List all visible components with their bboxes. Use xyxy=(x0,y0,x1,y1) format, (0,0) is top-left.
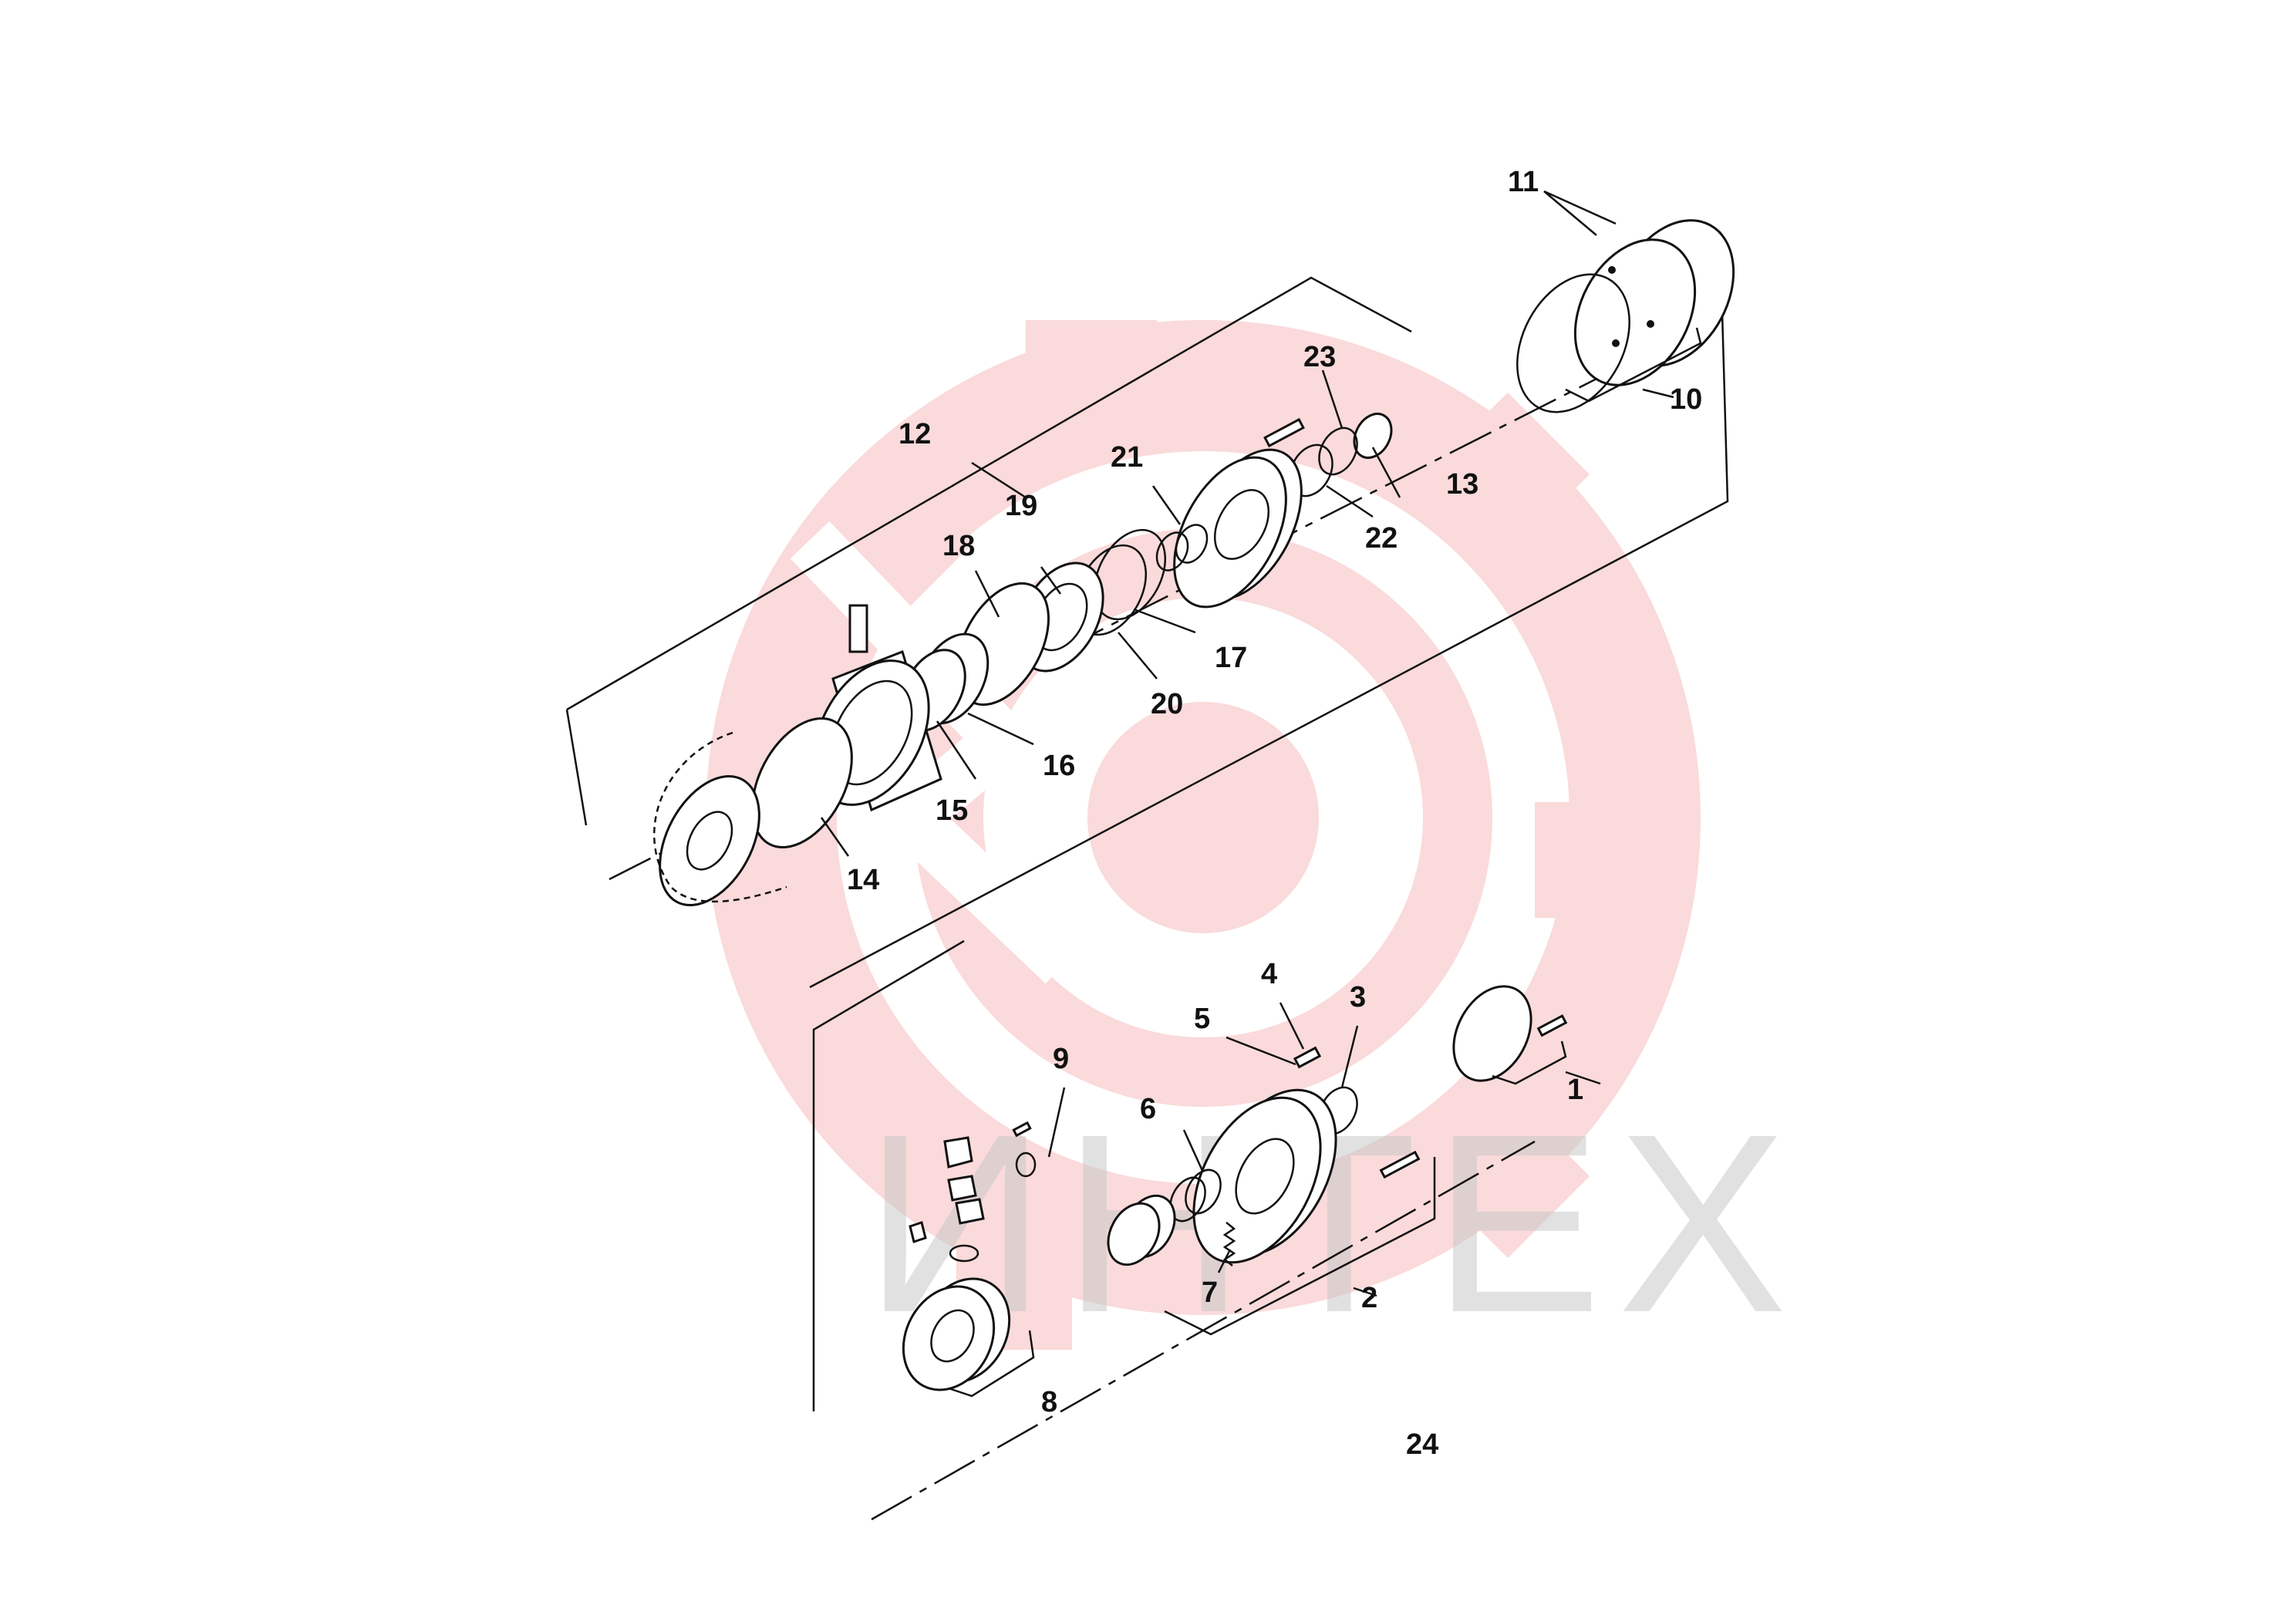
figure-number: 24 xyxy=(1406,1428,1438,1461)
watermark-gear-logo xyxy=(706,320,1701,1350)
part-2-bolt xyxy=(1379,1150,1421,1179)
callout-2: 2 xyxy=(1361,1282,1377,1314)
bracket-8 xyxy=(948,1330,1035,1398)
bracket-12 xyxy=(565,276,1412,826)
part-shoe-c xyxy=(955,1198,985,1225)
callout-21: 21 xyxy=(1111,441,1143,474)
bracket-2 xyxy=(1164,1157,1436,1336)
part-hub-with-balls xyxy=(652,731,787,907)
part-8-bearing xyxy=(902,1277,1011,1391)
upper-assembly xyxy=(565,219,1735,989)
part-key xyxy=(909,1221,927,1243)
callout-3: 3 xyxy=(1350,981,1366,1013)
callout-13: 13 xyxy=(1446,468,1478,501)
part-small-oring xyxy=(949,1244,979,1263)
part-14-ring xyxy=(751,717,853,849)
part-fitting-top xyxy=(848,604,868,653)
callout-5: 5 xyxy=(1194,1003,1210,1035)
part-1-bolt xyxy=(1536,1014,1568,1037)
callout-12: 12 xyxy=(899,418,931,450)
part-9-pin xyxy=(1012,1121,1032,1138)
part-1-cover xyxy=(1452,985,1532,1082)
part-10-11-seal-set xyxy=(1516,219,1735,413)
callout-labels: 11 10 12 23 13 22 21 19 18 17 20 16 15 1… xyxy=(847,166,1702,1461)
callout-23: 23 xyxy=(1303,341,1336,373)
callout-19: 19 xyxy=(1005,490,1037,522)
callout-22: 22 xyxy=(1365,522,1397,555)
part-cylinder-body xyxy=(813,604,942,812)
callout-8: 8 xyxy=(1041,1386,1057,1418)
callout-20: 20 xyxy=(1151,688,1183,720)
bracket-10 xyxy=(1565,327,1702,403)
part-6-ring-b xyxy=(1169,1176,1206,1222)
part-shoe-a xyxy=(943,1136,973,1168)
callout-18: 18 xyxy=(942,530,975,562)
part-23-ring xyxy=(1318,427,1358,476)
part-9-washer xyxy=(1015,1152,1037,1178)
callout-6: 6 xyxy=(1140,1093,1156,1125)
callout-1: 1 xyxy=(1567,1074,1583,1106)
callout-9: 9 xyxy=(1053,1043,1069,1075)
lower-assembly xyxy=(812,939,1568,1521)
part-17-ring xyxy=(1093,528,1167,621)
leader-lines xyxy=(820,190,1674,1297)
bolt-upper xyxy=(1263,417,1305,448)
part-housing-flange xyxy=(1173,448,1303,609)
part-6-ring-a xyxy=(1185,1168,1222,1215)
callout-16: 16 xyxy=(1043,750,1075,782)
callout-4: 4 xyxy=(1261,958,1277,990)
part-spool xyxy=(1107,1194,1176,1266)
bracket-1 xyxy=(1492,1040,1567,1085)
part-4-screw xyxy=(1293,1046,1322,1069)
bracket-upper-right xyxy=(809,231,1729,989)
part-13-ring xyxy=(1353,413,1393,459)
part-2-housing xyxy=(1192,1088,1421,1264)
callout-11: 11 xyxy=(1508,166,1539,198)
callout-10: 10 xyxy=(1670,383,1702,416)
callout-17: 17 xyxy=(1215,642,1247,674)
part-21-ring-b xyxy=(1155,531,1189,572)
callout-14: 14 xyxy=(847,864,879,896)
callout-15: 15 xyxy=(936,794,968,827)
callout-7: 7 xyxy=(1202,1276,1218,1309)
bracket-lower-left xyxy=(812,939,965,1411)
part-shoe-b xyxy=(947,1175,977,1202)
